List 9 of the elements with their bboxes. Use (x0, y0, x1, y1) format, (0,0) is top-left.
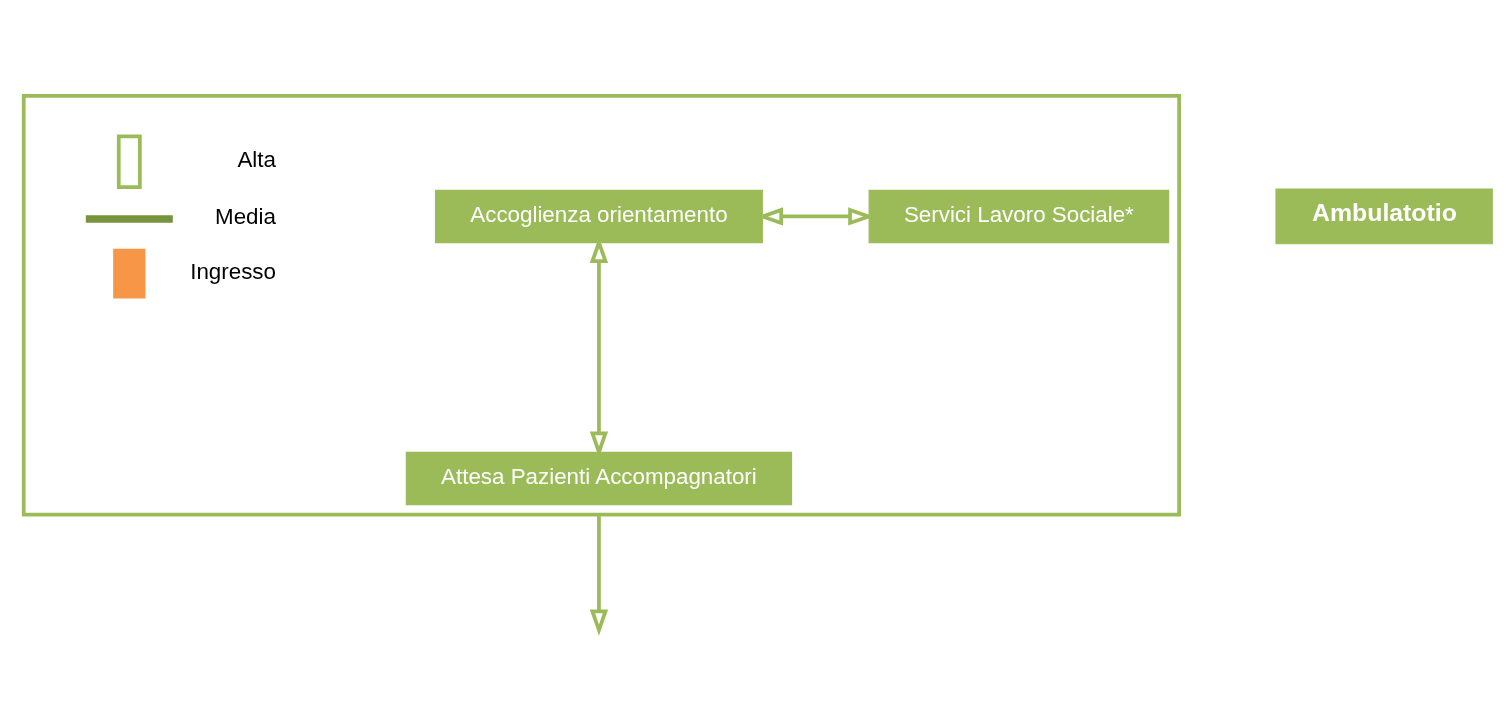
node-box: Attesa Pazienti Accompagnatori (405, 451, 793, 506)
node-box: Ambulatotio (1275, 188, 1493, 245)
arrow (589, 514, 609, 636)
cluster (21, 94, 1181, 517)
legend-label: Ingresso (190, 259, 276, 285)
node-box: Servici Lavoro Sociale* (868, 189, 1170, 244)
legend-label: Alta (237, 147, 276, 173)
node-box: Accoglienza orientamento (434, 189, 763, 244)
legend-label: Media (215, 204, 276, 230)
